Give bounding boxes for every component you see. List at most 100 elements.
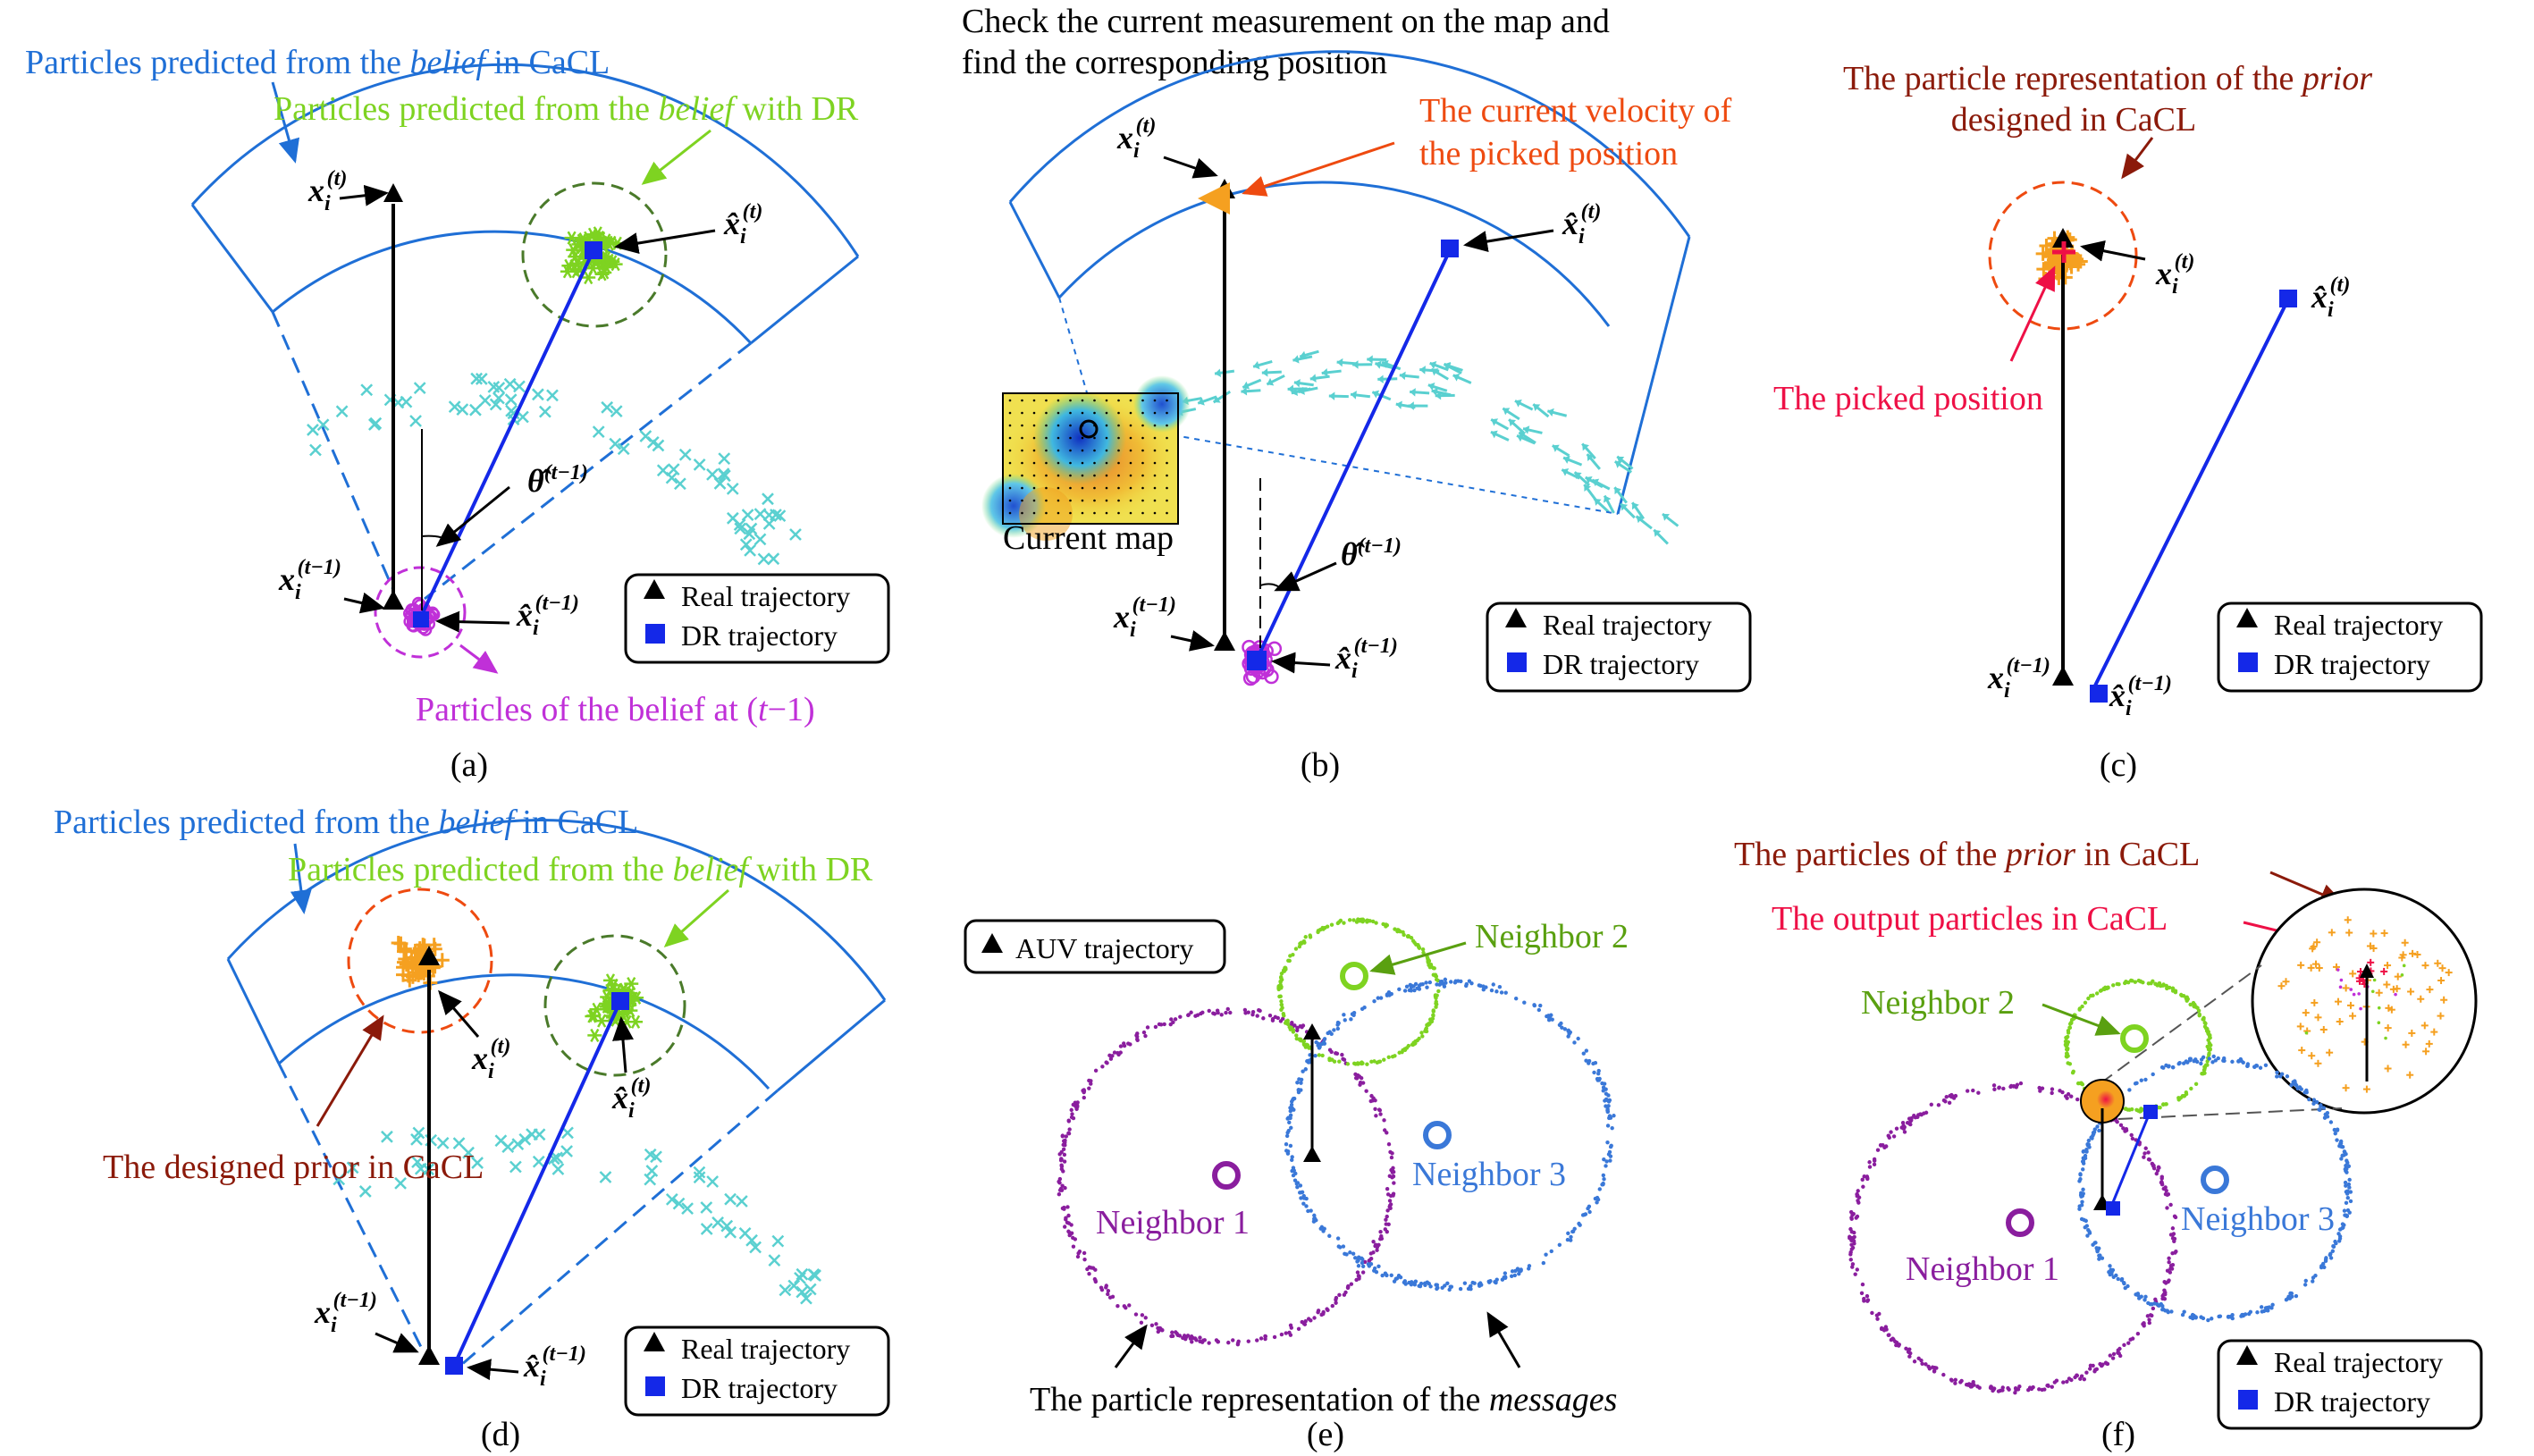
map-grid-dot	[1008, 399, 1012, 402]
message-particle	[2185, 1060, 2190, 1065]
message-particle	[1503, 1271, 1508, 1275]
theta-arrow-b	[1274, 561, 1337, 592]
message-particle	[2205, 1063, 2210, 1067]
velocity-particle	[1427, 383, 1448, 392]
xhat-t-arrow-d	[612, 1016, 634, 1073]
velocity-particles-b	[1144, 349, 1680, 545]
message-particle	[2328, 1120, 2334, 1124]
message-particle	[1259, 1336, 1264, 1341]
zoom-output-particle	[2355, 977, 2363, 985]
title-line2-b: find the corresponding position	[962, 44, 1387, 81]
map-grid-dot	[1021, 474, 1023, 477]
sector-dash-a-left	[271, 311, 395, 591]
message-particle	[2092, 1127, 2097, 1132]
message-particle	[1424, 980, 1428, 985]
panel-a: θ̂(t−1) xi(t) x̂i(t) xi(t−1) x̂i(t−1) Pa…	[25, 44, 890, 784]
velocity-particle	[1552, 444, 1570, 458]
message-particle	[1357, 1274, 1361, 1278]
zoom-message-particle	[2377, 1006, 2381, 1010]
message-particle	[1601, 1173, 1606, 1178]
message-particle	[2173, 990, 2178, 995]
cyan-particle	[511, 1138, 525, 1151]
cyan-particle	[744, 544, 756, 557]
message-particle	[1447, 1287, 1452, 1292]
cacl-label-a: Particles predicted from the belief in C…	[25, 44, 610, 81]
map-grid-dot	[1069, 511, 1072, 515]
message-particle	[2180, 1312, 2185, 1317]
cyan-particle	[779, 1283, 792, 1297]
message-particle	[2211, 1054, 2216, 1059]
message-particle	[1225, 1006, 1230, 1012]
message-particle	[1156, 1329, 1160, 1334]
message-particle	[2199, 1057, 2204, 1062]
message-particle	[1394, 1276, 1400, 1281]
velocity-particle	[1429, 361, 1449, 372]
message-particle	[2146, 1150, 2151, 1155]
output-core-f	[2097, 1090, 2115, 1108]
message-particle	[1236, 1339, 1241, 1343]
message-particle	[2325, 1115, 2330, 1119]
message-particle	[1428, 1020, 1433, 1024]
panel-c: The particle representation of the prior…	[1773, 60, 2483, 784]
map-grid-dot	[1081, 411, 1084, 415]
message-particle	[1886, 1333, 1890, 1337]
message-particle	[1420, 982, 1425, 987]
panel-d: xi(t) x̂i(t) xi(t−1) x̂i(t−1) Particles …	[54, 804, 890, 1453]
real-marker-end-c	[2052, 228, 2074, 248]
theta-arrow-a	[435, 485, 510, 547]
message-particle	[1470, 1280, 1475, 1285]
message-particle	[1417, 983, 1422, 988]
message-particle	[1190, 1340, 1194, 1344]
message-particle	[1285, 1149, 1291, 1154]
message-particle	[1077, 1249, 1082, 1254]
map-grid-dot	[1166, 486, 1168, 490]
message-particle	[2321, 1106, 2326, 1110]
message-particle	[2216, 1056, 2220, 1061]
message-particle	[2147, 1317, 2151, 1322]
message-particle	[1382, 1057, 1386, 1062]
message-particle	[1285, 1021, 1290, 1025]
message-particle	[1949, 1094, 1954, 1099]
message-particle	[1219, 1013, 1224, 1017]
message-particle	[1580, 1213, 1586, 1217]
cyan-particle	[768, 1254, 781, 1267]
message-particle	[1975, 1384, 1980, 1389]
zoom-orange-particle	[2399, 951, 2407, 959]
message-particle	[2153, 981, 2159, 987]
message-particle	[1384, 924, 1388, 929]
message-particle	[1464, 981, 1469, 987]
message-particle	[1356, 917, 1360, 922]
zoom-orange-particle	[2401, 938, 2409, 947]
message-particle	[2209, 1043, 2213, 1048]
velocity-particle	[1561, 468, 1580, 480]
dr-trajectory-a	[418, 249, 595, 619]
map-grid-dot	[1153, 474, 1157, 477]
message-particle	[1356, 1257, 1360, 1261]
velocity-particle	[1613, 486, 1628, 504]
message-particle	[2040, 1086, 2045, 1090]
message-particle	[2255, 1310, 2260, 1315]
message-particle	[2345, 1160, 2350, 1166]
message-particle	[2218, 1314, 2223, 1318]
velocity-particle	[1399, 371, 1419, 381]
map-grid-dot	[1032, 399, 1036, 402]
map-grid-dot	[1166, 474, 1168, 477]
message-particle	[1587, 1204, 1592, 1209]
message-particle	[1420, 1034, 1425, 1039]
message-particle	[1351, 1010, 1357, 1015]
map-grid-dot	[1141, 499, 1144, 502]
cyan-particle	[693, 459, 706, 471]
message-particle	[2122, 1281, 2126, 1286]
velocity-particle	[1616, 455, 1634, 470]
zoom-circle-f	[2251, 888, 2478, 1115]
message-particle	[2245, 1064, 2250, 1068]
message-particle	[1082, 1257, 1087, 1262]
zoom-message-particle	[2377, 1021, 2381, 1025]
message-particle	[1261, 1016, 1266, 1021]
message-particle	[1106, 1289, 1111, 1293]
message-particle	[1493, 1279, 1497, 1284]
message-particle	[1327, 1233, 1332, 1238]
message-particle	[1342, 1057, 1347, 1062]
map-grid-dot	[1045, 511, 1048, 515]
message-particle	[1389, 1155, 1394, 1160]
